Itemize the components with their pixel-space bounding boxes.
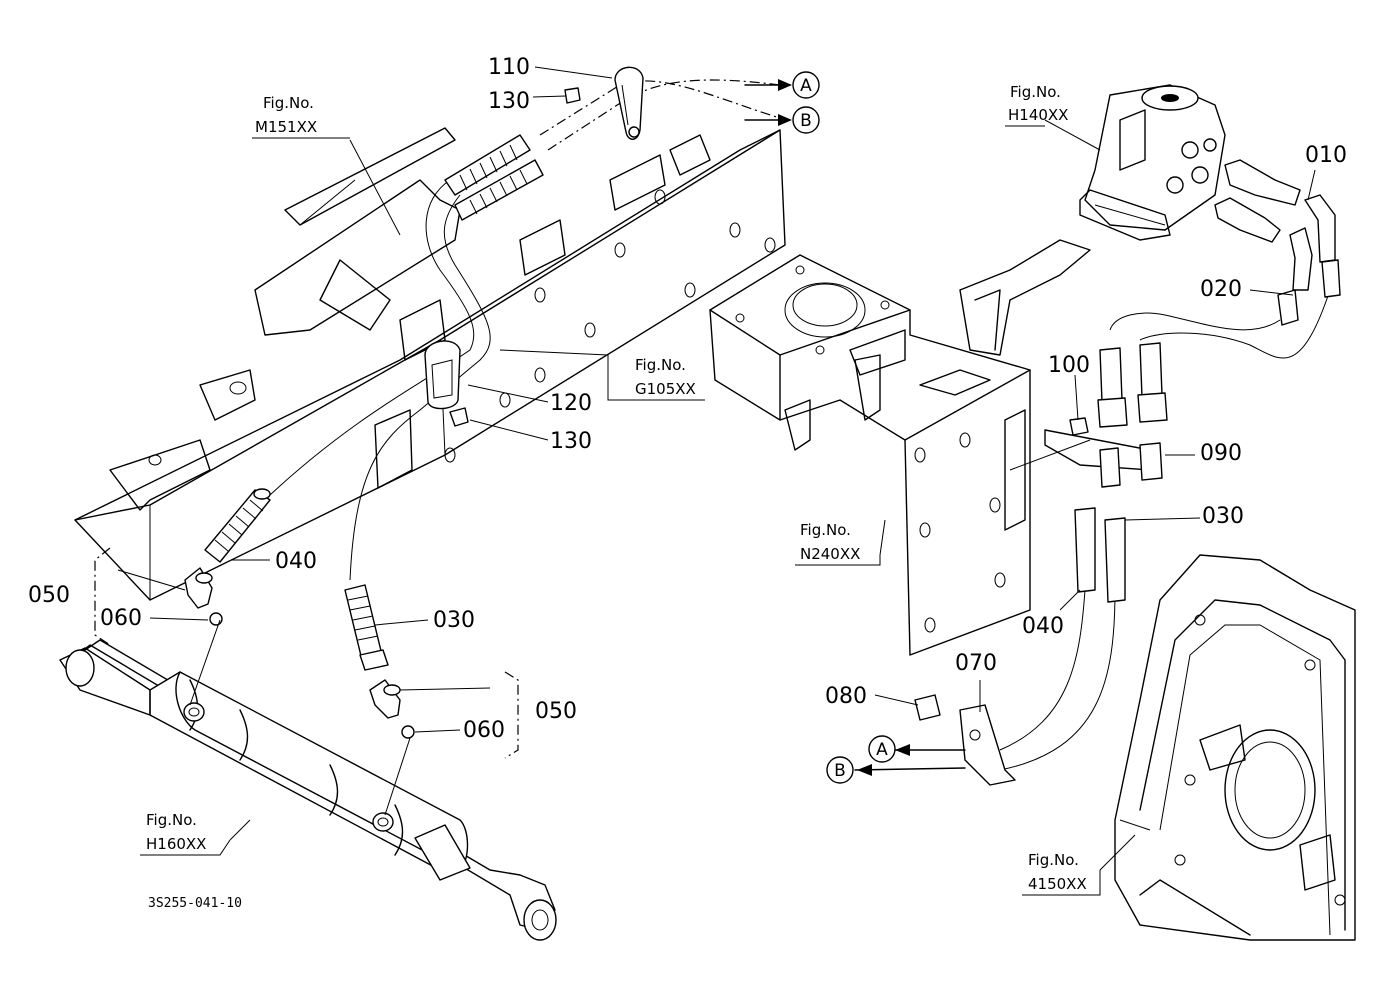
svg-text:B: B <box>834 761 846 781</box>
figure-reference-n240: Fig.No. N240XX <box>795 521 881 566</box>
svg-text:Fig.No.: Fig.No. <box>635 356 686 374</box>
figure-reference-m151: Fig.No. M151XX <box>252 94 350 139</box>
svg-text:H160XX: H160XX <box>146 835 206 853</box>
svg-text:Fig.No.: Fig.No. <box>1028 851 1079 869</box>
connector-b-bottom: B <box>826 756 854 784</box>
part-010: 010 <box>1305 143 1347 168</box>
svg-text:A: A <box>800 76 812 96</box>
part-130-mid: 130 <box>550 429 592 454</box>
svg-text:Fig.No.: Fig.No. <box>800 521 851 539</box>
svg-text:G105XX: G105XX <box>635 380 696 398</box>
part-050-right: 050 <box>535 699 577 724</box>
connector-b-top: B <box>792 106 820 134</box>
steering-cylinder <box>59 639 557 941</box>
hose-clamp-110 <box>564 66 644 140</box>
hose-030-left <box>344 584 389 671</box>
hose-routes <box>269 79 1331 771</box>
svg-text:4150XX: 4150XX <box>1028 875 1087 893</box>
part-020: 020 <box>1200 277 1242 302</box>
svg-text:Fig.No.: Fig.No. <box>263 94 314 112</box>
upper-hoses <box>444 134 544 221</box>
mounting-bracket <box>709 239 1091 656</box>
part-030-right: 030 <box>1202 504 1244 529</box>
figure-reference-h140: Fig.No. H140XX <box>1005 83 1068 127</box>
svg-text:N240XX: N240XX <box>800 545 860 563</box>
leader-lines <box>117 66 1316 871</box>
power-steering-unit <box>1079 84 1226 241</box>
svg-text:B: B <box>800 111 812 131</box>
transmission-housing <box>1114 554 1356 941</box>
part-040-right: 040 <box>1022 614 1064 639</box>
part-030-left: 030 <box>433 608 475 633</box>
figure-reference-h160: Fig.No. H160XX <box>140 811 231 856</box>
hose-040-left <box>204 488 271 563</box>
part-120: 120 <box>550 391 592 416</box>
part-070: 070 <box>955 651 997 676</box>
right-fittings <box>914 159 1341 786</box>
hose-clamp-120 <box>424 340 469 427</box>
svg-text:Fig.No.: Fig.No. <box>146 811 197 829</box>
connector-a-top: A <box>792 71 820 99</box>
connector-arrows <box>744 79 966 776</box>
connector-a-bottom: A <box>868 735 896 763</box>
part-110: 110 <box>488 55 530 80</box>
drawing-code: 3S255-041-10 <box>148 896 242 911</box>
svg-text:A: A <box>876 740 888 760</box>
svg-text:Fig.No.: Fig.No. <box>1010 83 1061 101</box>
part-080: 080 <box>825 684 867 709</box>
part-040-left: 040 <box>275 549 317 574</box>
frame-holes <box>444 189 776 463</box>
part-050-left: 050 <box>28 583 70 608</box>
part-090: 090 <box>1200 441 1242 466</box>
svg-text:H140XX: H140XX <box>1008 106 1068 124</box>
part-130-top: 130 <box>488 89 530 114</box>
part-100: 100 <box>1048 353 1090 378</box>
part-number-labels: 110 130 120 130 040 050 060 030 050 060 … <box>28 55 1347 743</box>
figure-reference-g105: Fig.No. G105XX <box>607 355 705 401</box>
figure-reference-4150: Fig.No. 4150XX <box>1022 851 1101 896</box>
elbow-fittings-left <box>184 567 415 739</box>
part-060-left: 060 <box>100 606 142 631</box>
group-brackets-050 <box>94 547 519 759</box>
part-060-right: 060 <box>463 718 505 743</box>
svg-text:M151XX: M151XX <box>255 118 317 136</box>
